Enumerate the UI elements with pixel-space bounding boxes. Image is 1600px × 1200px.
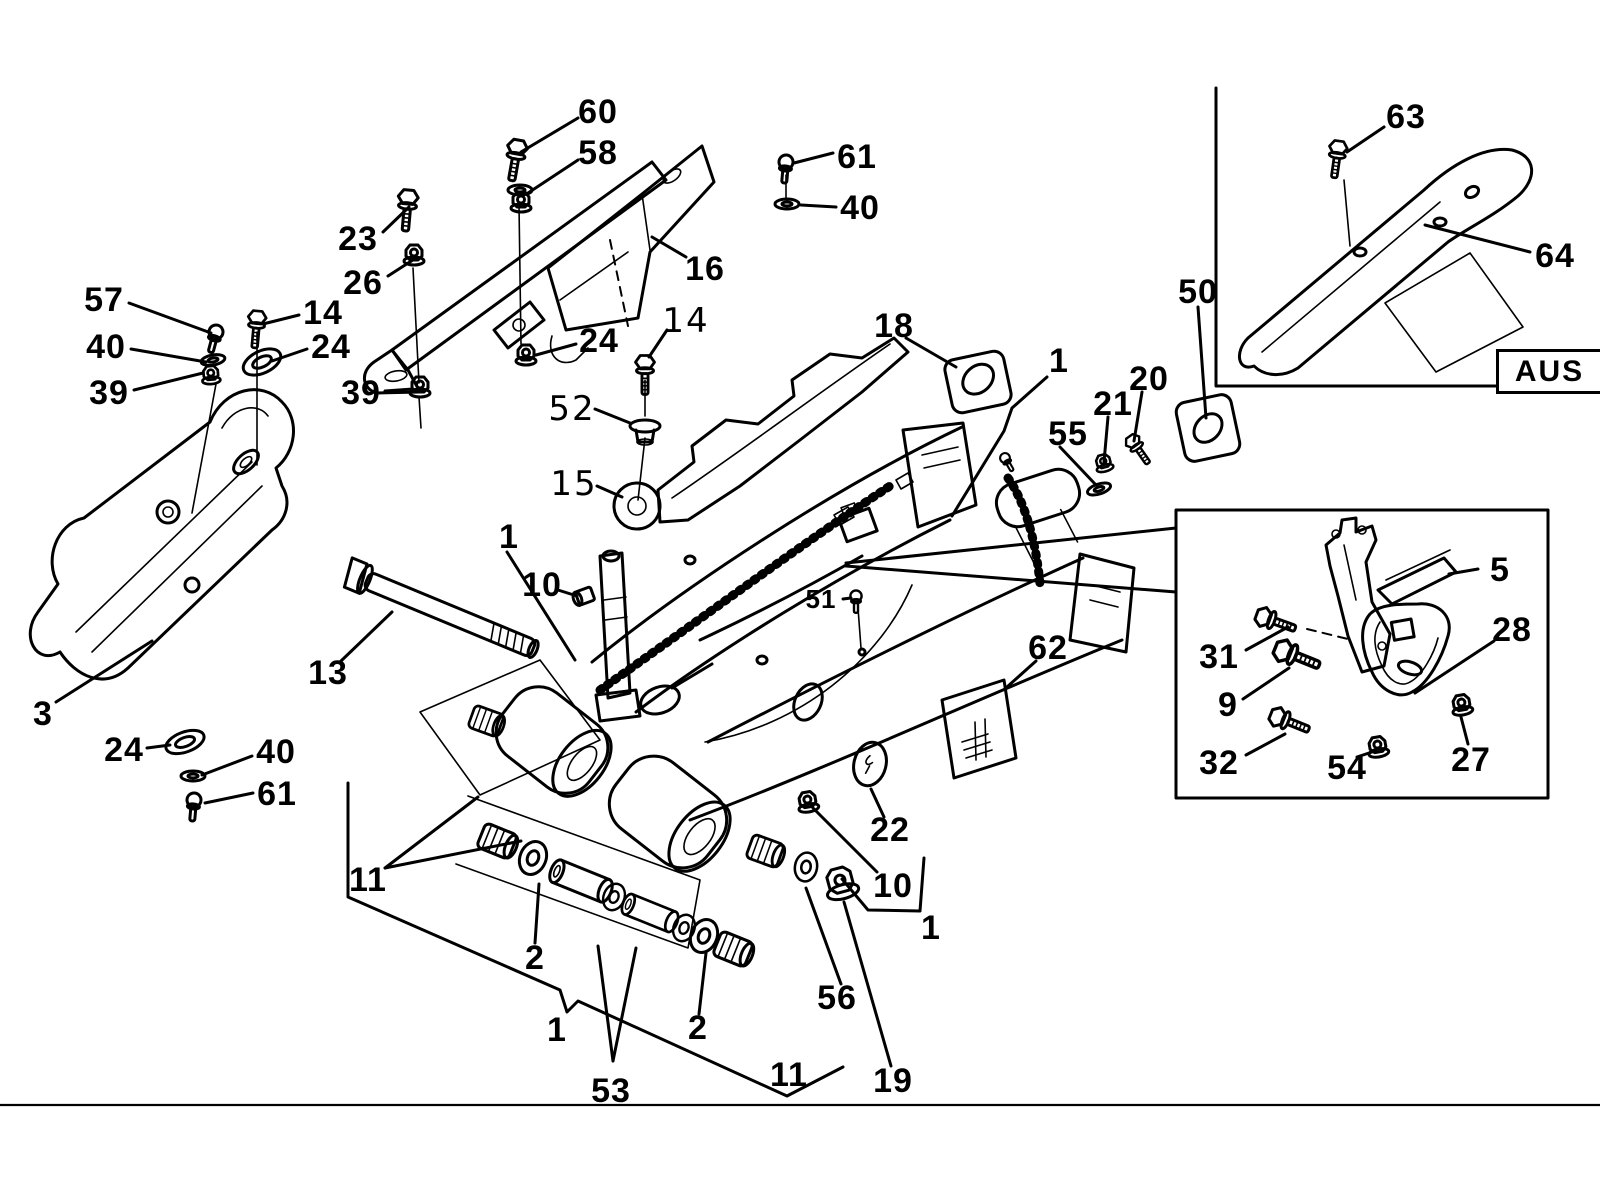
part-label-22-41: 22: [870, 811, 910, 849]
bearing-spacer-group: [419, 659, 861, 971]
part-label-21-23: 21: [1093, 385, 1133, 423]
part-label-61-38: 61: [257, 775, 297, 813]
part-label-61-2: 61: [837, 138, 877, 176]
aus-tag: AUS: [1496, 349, 1600, 394]
part-label-9-28: 9: [1218, 686, 1238, 724]
part-18-adjuster-block: [943, 349, 1013, 415]
part-label-14-17: 14: [662, 301, 710, 341]
part-label-24-13: 24: [311, 328, 351, 366]
part-22-cap: [852, 740, 888, 788]
inset-chain-guard: [1238, 138, 1534, 376]
part-label-63-7: 63: [1386, 98, 1426, 136]
part-label-20-22: 20: [1129, 360, 1169, 398]
part-label-13-34: 13: [308, 654, 348, 692]
part-label-39-14: 39: [89, 374, 129, 412]
part-label-54-30: 54: [1327, 749, 1367, 787]
part-label-58-1: 58: [578, 134, 618, 172]
part-label-10-42: 10: [873, 867, 913, 905]
part-16-chain-guide-bracket: [363, 144, 716, 395]
hardware-fasteners: [164, 136, 1242, 824]
part-label-1-32: 1: [499, 518, 519, 556]
part-label-39-15: 39: [341, 374, 381, 412]
part-label-50-9: 50: [1178, 273, 1218, 311]
part-label-1-46: 1: [547, 1011, 567, 1049]
part-3-chain-slider: [28, 388, 295, 681]
part-label-24-16: 24: [579, 322, 619, 360]
part-label-40-37: 40: [256, 733, 296, 771]
part-label-5-25: 5: [1490, 551, 1510, 589]
part-label-52-18: 52: [548, 389, 596, 429]
leader-lines: [54, 116, 1532, 1098]
part-label-62-40: 62: [1028, 629, 1068, 667]
part-28-guide-block: [1361, 602, 1451, 697]
part-label-1-21: 1: [1049, 342, 1069, 380]
part-label-55-24: 55: [1048, 415, 1088, 453]
part-label-31-27: 31: [1199, 638, 1239, 676]
part-label-40-12: 40: [86, 328, 126, 366]
part-label-2-45: 2: [525, 939, 545, 977]
part-label-60-0: 60: [578, 93, 618, 131]
part-label-26-5: 26: [343, 264, 383, 302]
part-label-64-8: 64: [1535, 237, 1575, 275]
part-label-32-29: 32: [1199, 744, 1239, 782]
part-label-2-48: 2: [688, 1009, 708, 1047]
part-50-adjuster-block: [1174, 393, 1242, 463]
part-label-14-11: 14: [303, 294, 343, 332]
part-label-16-6: 16: [685, 250, 725, 288]
part-label-40-3: 40: [840, 189, 880, 227]
part-label-3-35: 3: [33, 695, 53, 733]
part-label-11-44: 11: [349, 861, 387, 899]
part-label-1-43: 1: [921, 909, 941, 947]
part-label-57-10: 57: [84, 281, 124, 319]
part-label-51-39: 51: [805, 584, 837, 614]
part-label-15-19: 15: [550, 464, 598, 504]
part-15-slider-top: [612, 336, 910, 531]
part-label-11-51: 11: [770, 1056, 808, 1094]
part-label-10-33: 10: [522, 566, 562, 604]
part-label-28-26: 28: [1492, 611, 1532, 649]
part-label-56-49: 56: [817, 979, 857, 1017]
part-62-reflector: [940, 678, 1018, 780]
inset-borders: [0, 86, 1600, 1107]
part-1-swingarm: [494, 421, 1136, 873]
part-label-24-36: 24: [104, 731, 144, 769]
part-label-27-31: 27: [1451, 741, 1491, 779]
inset-chain-guide-detail: [1251, 516, 1475, 761]
part-label-18-20: 18: [874, 307, 914, 345]
part-label-19-50: 19: [873, 1062, 913, 1100]
part-label-53-47: 53: [591, 1072, 631, 1110]
part-label-23-4: 23: [338, 220, 378, 258]
part-13-pivot-bolt: [342, 556, 540, 659]
